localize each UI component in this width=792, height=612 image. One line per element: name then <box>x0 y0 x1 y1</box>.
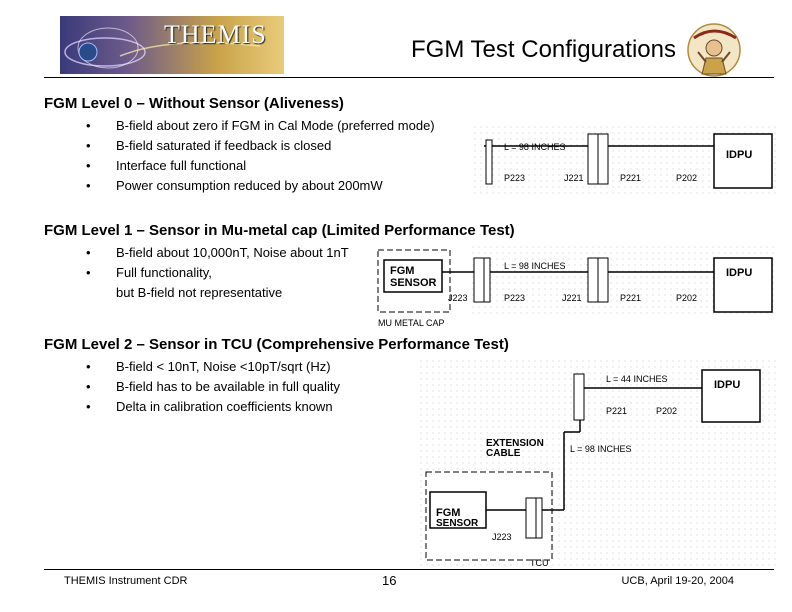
connector-p221 <box>573 373 585 421</box>
level1-bullets: •B-field about 10,000nT, Noise about 1nT… <box>86 243 386 303</box>
bullet-icon: • <box>86 245 91 260</box>
list-item: •Power consumption reduced by about 200m… <box>86 176 466 196</box>
label-j221: J221 <box>564 173 584 183</box>
tcu-label: TCU <box>530 558 549 568</box>
fgm-sensor-label-2: SENSOR <box>436 518 479 529</box>
label-p221: P221 <box>606 406 627 416</box>
cable-length-label: L = 98 INCHES <box>504 142 565 152</box>
label-p223: P223 <box>504 173 525 183</box>
themis-mascot-icon <box>687 23 741 77</box>
label-p202: P202 <box>676 293 697 303</box>
label-p202: P202 <box>676 173 697 183</box>
level0-heading: FGM Level 0 – Without Sensor (Aliveness) <box>44 95 344 112</box>
page-number: 16 <box>382 573 397 588</box>
connector-j223 <box>525 497 537 539</box>
list-item: •B-field saturated if feedback is closed <box>86 136 466 156</box>
fgm-sensor-box <box>429 491 487 529</box>
idpu-box <box>713 257 773 313</box>
list-item-continuation: but B-field not representative <box>116 285 283 300</box>
idpu-label: IDPU <box>726 149 752 161</box>
bullet-icon: • <box>86 359 91 374</box>
themis-logo-banner: THEMIS <box>60 16 284 74</box>
cable-length-label: L = 98 INCHES <box>504 261 565 271</box>
level1-diagram: FGM SENSOR L = 98 INCHES IDPU J223 P223 … <box>377 246 778 328</box>
footer-right: UCB, April 19-20, 2004 <box>621 575 734 587</box>
connector-j221 <box>587 133 599 185</box>
level2-diagram: FGM SENSOR J223 TCU L = 44 INCHES IDPU P… <box>420 360 778 570</box>
bullet-icon: • <box>86 178 91 193</box>
label-j223: J223 <box>492 532 512 542</box>
idpu-box <box>701 369 761 423</box>
connector-p223 <box>483 257 491 303</box>
connector-j221 <box>587 257 599 303</box>
connector-j221b <box>597 257 609 303</box>
list-item: •Full functionality, <box>86 263 386 283</box>
list-item: •B-field < 10nT, Noise <10pT/sqrt (Hz) <box>86 357 406 377</box>
label-j223: J223 <box>448 293 468 303</box>
fgm-sensor-label: FGM <box>390 265 414 277</box>
idpu-label: IDPU <box>726 267 752 279</box>
level2-bullets: •B-field < 10nT, Noise <10pT/sqrt (Hz) •… <box>86 357 406 417</box>
bullet-icon: • <box>86 379 91 394</box>
connector-p223 <box>485 139 493 185</box>
list-item: •Interface full functional <box>86 156 466 176</box>
idpu-label: IDPU <box>714 379 740 391</box>
list-item: •B-field about 10,000nT, Noise about 1nT <box>86 243 386 263</box>
title-divider <box>44 77 774 78</box>
label-p202: P202 <box>656 406 677 416</box>
fgm-sensor-box <box>383 259 443 293</box>
orbit-swirl-icon <box>64 27 261 69</box>
cable-length-long-label: L = 98 INCHES <box>570 444 631 454</box>
extension-cable-label-2: CABLE <box>486 448 521 459</box>
bullet-icon: • <box>86 399 91 414</box>
label-p221: P221 <box>620 173 641 183</box>
bullet-icon: • <box>86 158 91 173</box>
footer-left: THEMIS Instrument CDR <box>64 575 188 587</box>
logo-text: THEMIS <box>164 20 267 49</box>
label-p221: P221 <box>620 293 641 303</box>
list-item: •B-field about zero if FGM in Cal Mode (… <box>86 116 466 136</box>
extension-cable-label: EXTENSION <box>486 438 544 449</box>
connector-p223 <box>535 497 543 539</box>
connector-j223 <box>473 257 485 303</box>
mu-metal-cap-label: MU METAL CAP <box>378 318 445 328</box>
fgm-sensor-label: FGM <box>436 507 460 519</box>
bullet-icon: • <box>86 118 91 133</box>
level2-heading: FGM Level 2 – Sensor in TCU (Comprehensi… <box>44 336 509 353</box>
idpu-box <box>713 133 773 189</box>
connector-j221b <box>597 133 609 185</box>
cable-length-short-label: L = 44 INCHES <box>606 374 667 384</box>
list-item: •Delta in calibration coefficients known <box>86 397 406 417</box>
list-item: •B-field has to be available in full qua… <box>86 377 406 397</box>
level0-diagram: L = 98 INCHES IDPU P223 J221 P221 P202 <box>474 126 778 196</box>
bullet-icon: • <box>86 138 91 153</box>
level1-heading: FGM Level 1 – Sensor in Mu-metal cap (Li… <box>44 222 515 239</box>
bullet-icon: • <box>86 265 91 280</box>
level0-bullets: •B-field about zero if FGM in Cal Mode (… <box>86 116 466 196</box>
footer-divider <box>44 569 774 570</box>
label-j221: J221 <box>562 293 582 303</box>
fgm-sensor-label-2: SENSOR <box>390 277 437 289</box>
label-p223: P223 <box>504 293 525 303</box>
slide-title: FGM Test Configurations <box>411 36 676 63</box>
